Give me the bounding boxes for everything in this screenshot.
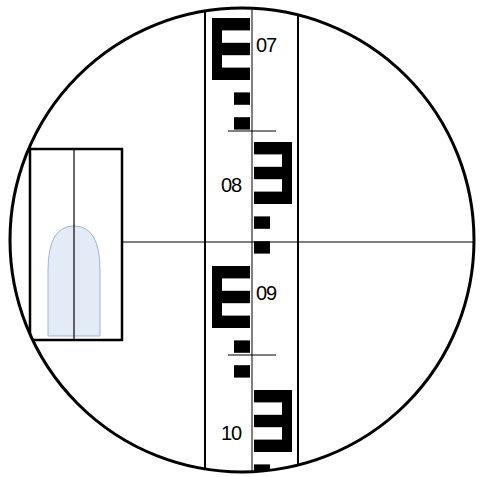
centimetre-block bbox=[254, 216, 270, 228]
centimetre-block bbox=[234, 92, 250, 104]
staff-edge bbox=[204, 0, 206, 477]
e-block-prong bbox=[254, 440, 292, 452]
centimetre-block bbox=[234, 340, 250, 352]
e-block-prong bbox=[212, 316, 250, 328]
staff-number: 09 bbox=[256, 282, 276, 304]
e-block-prong bbox=[254, 415, 292, 427]
e-block-prong bbox=[212, 18, 250, 30]
centimetre-block bbox=[254, 241, 270, 253]
staff-number: 07 bbox=[256, 34, 276, 56]
staff-centre-line bbox=[252, 0, 253, 477]
centimetre-block bbox=[234, 117, 250, 129]
lower-stadia-hair bbox=[228, 354, 276, 355]
vial-centre-line bbox=[73, 149, 74, 340]
e-block-prong bbox=[254, 390, 292, 402]
field-stop-circle bbox=[10, 8, 474, 472]
e-block-prong bbox=[254, 167, 292, 179]
leveling-staff bbox=[205, 0, 298, 477]
level-vial-window bbox=[30, 149, 122, 340]
e-block-prong bbox=[254, 142, 292, 154]
centimetre-block bbox=[254, 0, 270, 6]
horizontal-crosshair bbox=[122, 241, 474, 242]
e-block-prong bbox=[212, 68, 250, 80]
staff-number: 08 bbox=[221, 174, 241, 196]
staff-graduations bbox=[212, 0, 292, 477]
upper-stadia-hair bbox=[228, 130, 276, 131]
staff-edge bbox=[297, 0, 299, 477]
e-block-prong bbox=[254, 192, 292, 204]
staff-number: 10 bbox=[221, 422, 241, 444]
e-block-prong bbox=[212, 43, 250, 55]
e-block-prong bbox=[212, 291, 250, 303]
e-block-prong bbox=[212, 266, 250, 278]
centimetre-block bbox=[234, 365, 250, 377]
